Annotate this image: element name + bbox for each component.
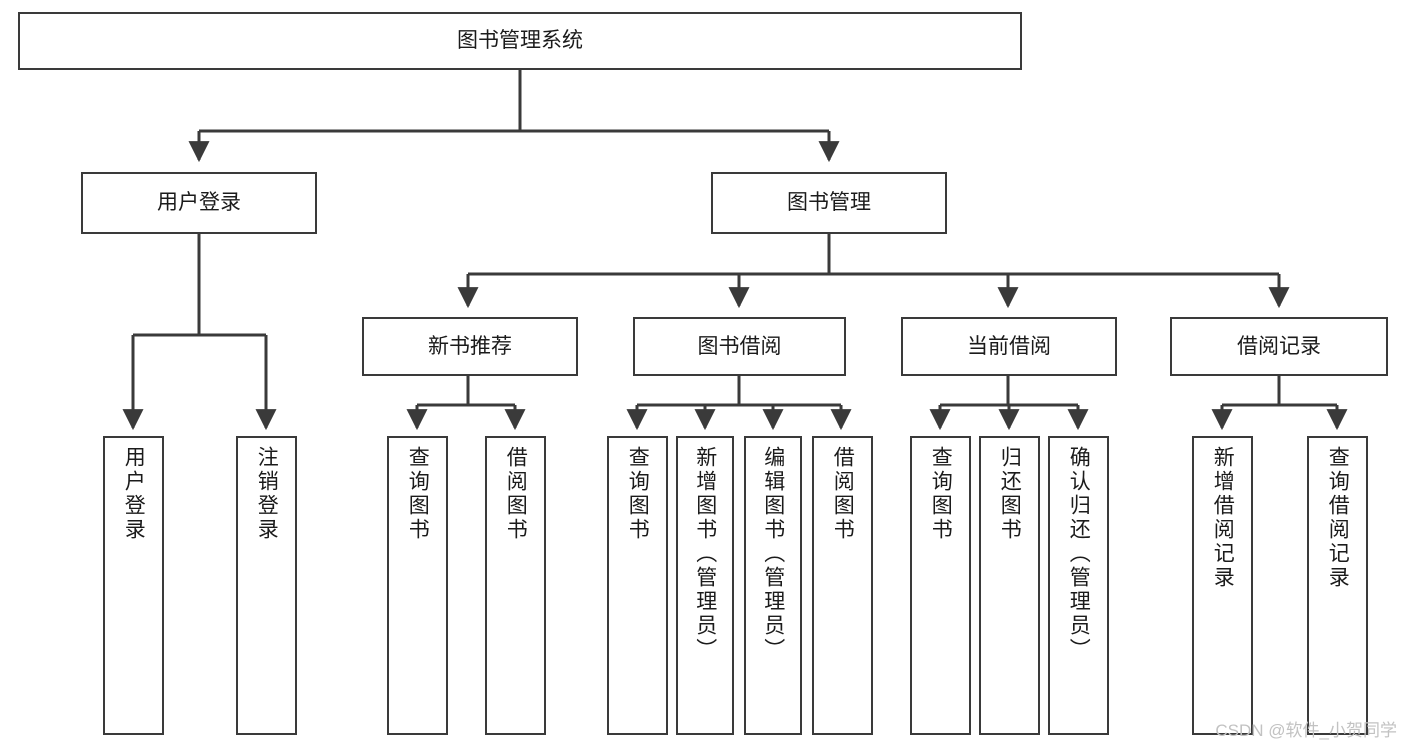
node-user-login-label: 用户登录 bbox=[157, 191, 241, 215]
node-book-manage-label: 图书管理 bbox=[787, 191, 871, 215]
leaf-confirm-return[interactable]: 确认归还（管理员） bbox=[1048, 436, 1109, 735]
leaf-return-book[interactable]: 归还图书 bbox=[979, 436, 1040, 735]
leaf-user-login[interactable]: 用户登录 bbox=[103, 436, 164, 735]
node-book-borrow[interactable]: 图书借阅 bbox=[633, 317, 846, 376]
leaf-borrow-book-1[interactable]: 借阅图书 bbox=[485, 436, 546, 735]
node-new-book-recommend[interactable]: 新书推荐 bbox=[362, 317, 578, 376]
node-book-borrow-label: 图书借阅 bbox=[697, 334, 782, 358]
leaf-add-record[interactable]: 新增借阅记录 bbox=[1192, 436, 1253, 735]
leaf-logout-label: 注销登录 bbox=[255, 446, 279, 542]
leaf-query-book-3-label: 查询图书 bbox=[929, 446, 953, 542]
leaf-confirm-return-label: 确认归还（管理员） bbox=[1067, 446, 1091, 662]
leaf-borrow-book-2-label: 借阅图书 bbox=[831, 446, 855, 542]
node-new-book-recommend-label: 新书推荐 bbox=[428, 334, 512, 358]
leaf-add-book-label: 新增图书（管理员） bbox=[693, 446, 717, 662]
leaf-user-login-label: 用户登录 bbox=[122, 446, 146, 542]
leaf-add-record-label: 新增借阅记录 bbox=[1211, 446, 1235, 590]
leaf-edit-book[interactable]: 编辑图书（管理员） bbox=[744, 436, 802, 735]
node-borrow-record[interactable]: 借阅记录 bbox=[1170, 317, 1388, 376]
node-current-borrow[interactable]: 当前借阅 bbox=[901, 317, 1117, 376]
leaf-borrow-book-2[interactable]: 借阅图书 bbox=[812, 436, 873, 735]
leaf-return-book-label: 归还图书 bbox=[998, 446, 1022, 542]
leaf-query-record[interactable]: 查询借阅记录 bbox=[1307, 436, 1368, 735]
leaf-borrow-book-1-label: 借阅图书 bbox=[504, 446, 528, 542]
node-current-borrow-label: 当前借阅 bbox=[967, 334, 1051, 358]
leaf-query-book-2-label: 查询图书 bbox=[626, 446, 650, 542]
node-root-label: 图书管理系统 bbox=[457, 29, 583, 53]
node-user-login[interactable]: 用户登录 bbox=[81, 172, 317, 234]
node-borrow-record-label: 借阅记录 bbox=[1237, 334, 1321, 358]
node-book-manage[interactable]: 图书管理 bbox=[711, 172, 947, 234]
leaf-query-book-1-label: 查询图书 bbox=[406, 446, 430, 542]
leaf-edit-book-label: 编辑图书（管理员） bbox=[761, 446, 785, 662]
watermark: CSDN @软件_小贺同学 bbox=[1215, 721, 1397, 740]
leaf-query-record-label: 查询借阅记录 bbox=[1326, 446, 1350, 590]
leaf-query-book-2[interactable]: 查询图书 bbox=[607, 436, 668, 735]
node-root[interactable]: 图书管理系统 bbox=[18, 12, 1022, 70]
leaf-query-book-3[interactable]: 查询图书 bbox=[910, 436, 971, 735]
leaf-add-book[interactable]: 新增图书（管理员） bbox=[676, 436, 734, 735]
leaf-query-book-1[interactable]: 查询图书 bbox=[387, 436, 448, 735]
leaf-logout[interactable]: 注销登录 bbox=[236, 436, 297, 735]
